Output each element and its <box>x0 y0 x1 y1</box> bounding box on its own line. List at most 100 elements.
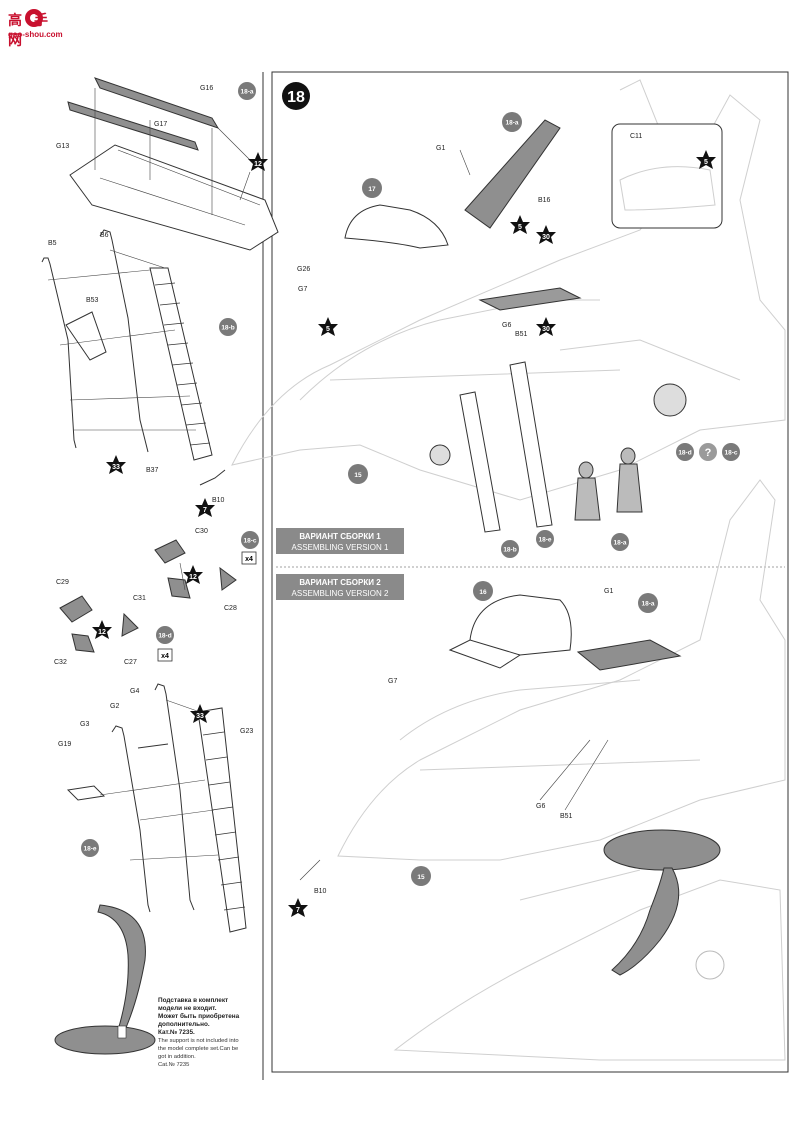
part-g13 <box>69 144 279 251</box>
circled-part-16: 16 <box>473 581 493 601</box>
label-b51-v2: B51 <box>560 813 573 820</box>
label-g17: G17 <box>154 121 167 128</box>
svg-text:The support is not included in: The support is not included into <box>158 1038 239 1044</box>
svg-text:7: 7 <box>203 507 207 514</box>
part-g19 <box>66 785 106 801</box>
label-b51-v1: B51 <box>515 331 528 338</box>
label-g1-v1: G1 <box>436 145 445 152</box>
svg-text:15: 15 <box>354 472 362 479</box>
svg-text:18-c: 18-c <box>243 538 256 545</box>
watermark-url: gao-shou.com <box>8 30 63 39</box>
svg-text:18-e: 18-e <box>83 846 96 853</box>
part-c28 <box>219 566 237 591</box>
part-c32 <box>71 633 95 653</box>
svg-text:5: 5 <box>326 326 330 333</box>
part-g2 <box>137 743 169 749</box>
svg-text:?: ? <box>705 447 712 459</box>
pilot-figures <box>574 447 643 521</box>
ladder-18e-v1 <box>509 361 553 528</box>
watermark-site-name: 高手网 <box>8 13 60 49</box>
label-b37: B37 <box>146 467 159 474</box>
circled-part-15-v1: 15 <box>348 464 368 484</box>
label-c27: C27 <box>124 659 137 666</box>
stand-note: Подставка в комплект модели не входит. М… <box>158 997 240 1068</box>
stand-base-v2 <box>603 829 721 871</box>
label-g3: G3 <box>80 721 89 728</box>
canopy-17 <box>344 204 449 249</box>
svg-text:5: 5 <box>518 224 522 231</box>
circled-part-18a-v2: 18-a <box>638 593 658 613</box>
paint-star-12-a: 12 <box>248 152 268 171</box>
part-30-panel <box>478 287 582 311</box>
svg-text:Может быть приобретена: Может быть приобретена <box>158 1012 240 1020</box>
badge-18d-v1: 18-d <box>676 443 694 461</box>
svg-text:18-d: 18-d <box>678 450 691 457</box>
label-c29: C29 <box>56 579 69 586</box>
svg-text:18: 18 <box>287 89 305 106</box>
label-b6: B6 <box>100 232 109 239</box>
version-1-band: ВАРИАНТ СБОРКИ 1 ASSEMBLING VERSION 1 <box>276 528 404 554</box>
step-number-badge: 18 <box>282 82 310 110</box>
version-2-band: ВАРИАНТ СБОРКИ 2 ASSEMBLING VERSION 2 <box>276 574 404 600</box>
paint-star-7-v2: 7 <box>288 898 308 917</box>
svg-text:5: 5 <box>704 159 708 166</box>
part-b5 <box>41 257 77 449</box>
badge-18a: 18-a <box>238 82 256 100</box>
label-b16: B16 <box>538 197 551 204</box>
svg-text:18-e: 18-e <box>538 537 551 544</box>
part-g3 <box>111 725 151 913</box>
label-g13: G13 <box>56 143 69 150</box>
svg-text:15: 15 <box>417 874 425 881</box>
part-b6 <box>99 229 149 453</box>
svg-text:33: 33 <box>112 464 120 471</box>
unknown-mark: ? <box>699 443 717 461</box>
circled-part-17: 17 <box>362 178 382 198</box>
svg-text:18-a: 18-a <box>240 89 253 96</box>
label-g2: G2 <box>110 703 119 710</box>
label-g16: G16 <box>200 85 213 92</box>
label-g1-v2: G1 <box>604 588 613 595</box>
label-c32: C32 <box>54 659 67 666</box>
svg-text:18-b: 18-b <box>221 325 234 332</box>
svg-text:12: 12 <box>254 161 262 168</box>
part-b53 <box>65 311 107 361</box>
watermark-logo: 高手网 gao-shou.com <box>6 6 76 49</box>
label-g7-v1: G7 <box>298 286 307 293</box>
svg-text:33: 33 <box>196 713 204 720</box>
qty-box-d <box>157 648 173 662</box>
paint-star-5-a: 5 <box>510 215 530 234</box>
svg-text:7: 7 <box>296 907 300 914</box>
paint-star-7-b: 7 <box>195 498 215 517</box>
qty-d: x4 <box>161 653 169 660</box>
rail-18a-v1 <box>464 119 561 229</box>
svg-text:18-a: 18-a <box>613 540 626 547</box>
svg-text:18-d: 18-d <box>158 633 171 640</box>
rail-18a-v2 <box>576 639 682 671</box>
badge-18d: 18-d <box>156 626 174 644</box>
svg-text:ВАРИАНТ СБОРКИ 1: ВАРИАНТ СБОРКИ 1 <box>299 532 381 541</box>
display-stand-left <box>54 904 156 1055</box>
paint-star-12-c: 12 <box>183 565 203 584</box>
svg-text:12: 12 <box>189 574 197 581</box>
svg-text:18-c: 18-c <box>724 450 737 457</box>
label-b5: B5 <box>48 240 57 247</box>
svg-text:ASSEMBLING VERSION 2: ASSEMBLING VERSION 2 <box>292 589 389 598</box>
svg-text:18-b: 18-b <box>503 547 516 554</box>
label-c28: C28 <box>224 605 237 612</box>
badge-18c: 18-c <box>241 531 259 549</box>
label-b10-v2: B10 <box>314 888 327 895</box>
paint-star-12-d: 12 <box>92 620 112 639</box>
svg-text:ВАРИАНТ СБОРКИ 2: ВАРИАНТ СБОРКИ 2 <box>299 578 381 587</box>
label-c30: C30 <box>195 528 208 535</box>
svg-text:Подставка в комплект: Подставка в комплект <box>158 997 228 1004</box>
stand-arm-v2 <box>611 867 680 976</box>
part-g23 <box>197 707 247 933</box>
step-18e-diagram: G4 G2 G3 G19 G23 33 18-e <box>58 683 253 933</box>
part-g4 <box>154 683 195 911</box>
label-g26: G26 <box>297 266 310 273</box>
qty-box-c <box>241 551 257 565</box>
circled-part-18a-v1: 18-a <box>502 112 522 132</box>
svg-text:30: 30 <box>542 234 550 241</box>
